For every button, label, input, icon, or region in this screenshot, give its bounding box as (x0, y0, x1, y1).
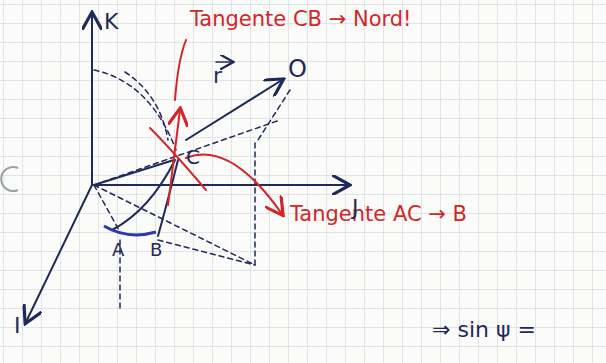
axis-label: K (104, 10, 118, 34)
point-label: B (150, 240, 162, 260)
point-label: A (112, 240, 124, 260)
tangent-note: Tangente CB → Nord! (190, 8, 412, 31)
formula-note: ⇒ sin ψ = (432, 318, 536, 342)
axis-label: I (14, 314, 21, 338)
point-label: O (288, 56, 307, 82)
point-label: C (186, 146, 200, 168)
axis-label: J (352, 196, 359, 220)
tangent-note: Tangente AC → B (290, 203, 467, 226)
vector-label: r (213, 64, 222, 88)
